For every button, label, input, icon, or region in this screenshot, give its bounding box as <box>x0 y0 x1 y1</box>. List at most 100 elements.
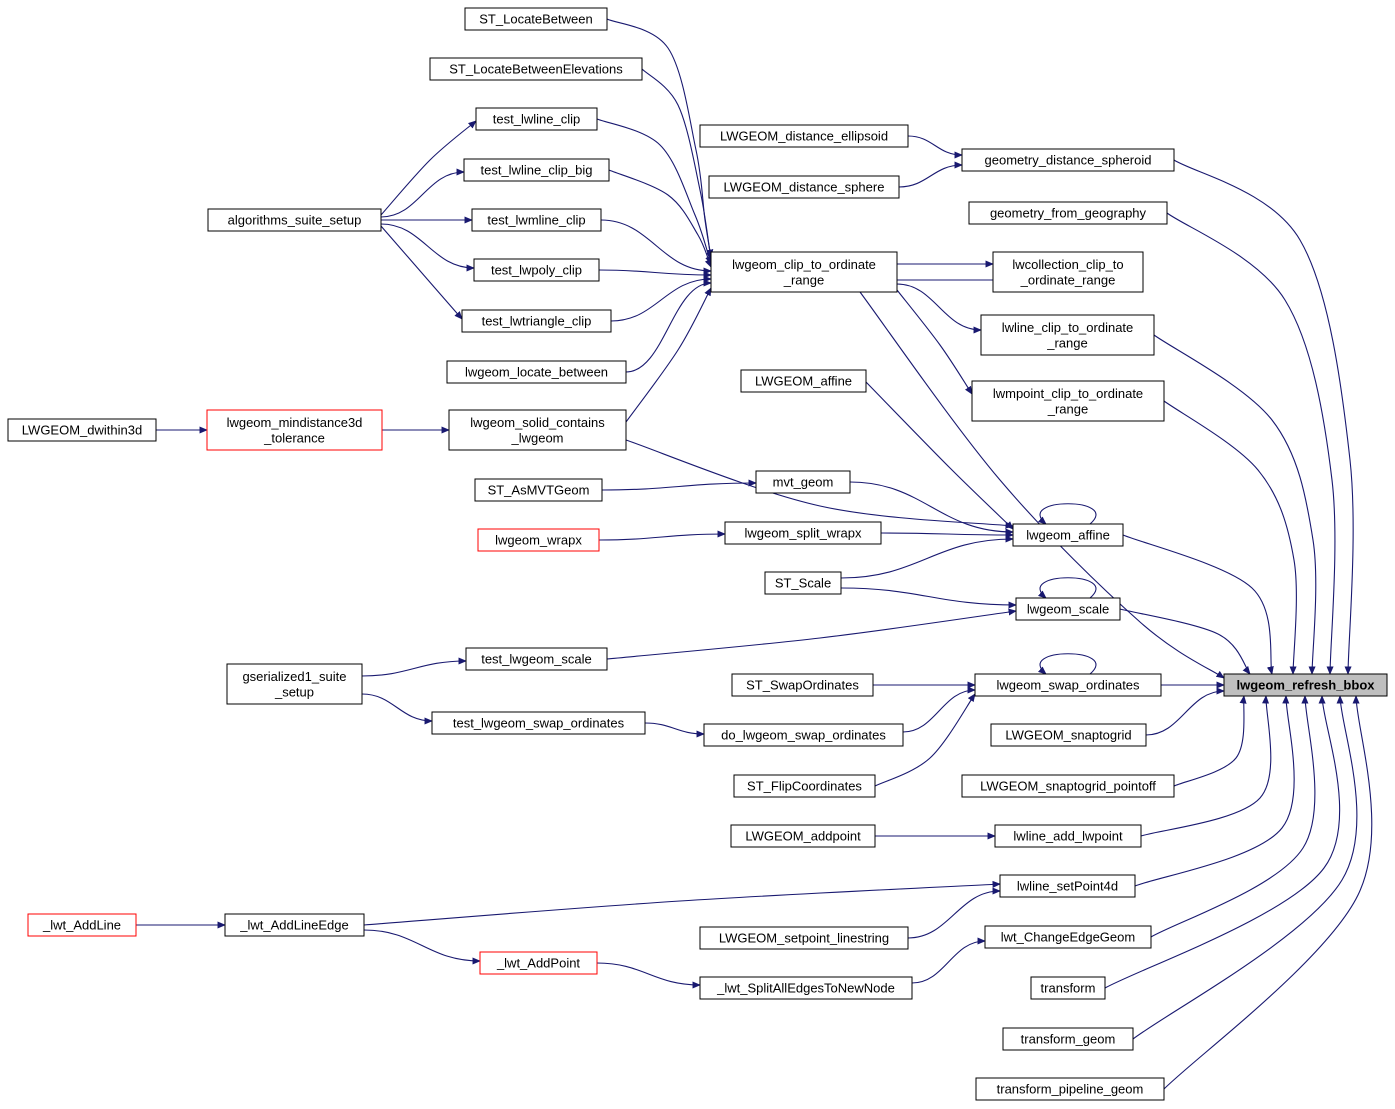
node-lwline_clip_to_ordinate_range[interactable]: lwline_clip_to_ordinate_range <box>980 314 1155 356</box>
node-LWGEOM_setpoint_linestring[interactable]: LWGEOM_setpoint_linestring <box>699 926 909 950</box>
node-box-lwgeom_wrapx[interactable] <box>477 528 600 552</box>
node-algorithms_suite_setup[interactable]: algorithms_suite_setup <box>207 208 382 232</box>
node-geometry_distance_spheroid[interactable]: geometry_distance_spheroid <box>961 148 1175 172</box>
node-box-ST_LocateBetween[interactable] <box>464 7 608 31</box>
node-test_lwmline_clip[interactable]: test_lwmline_clip <box>471 208 602 232</box>
node-ST_SwapOrdinates[interactable]: ST_SwapOrdinates <box>731 673 874 697</box>
node-box-lwline_setPoint4d[interactable] <box>999 874 1136 898</box>
node-box-lwgeom_solid_contains_lwgeom[interactable] <box>448 409 627 451</box>
node-lwline_setPoint4d[interactable]: lwline_setPoint4d <box>999 874 1136 898</box>
node-box-lwgeom_swap_ordinates[interactable] <box>974 673 1162 697</box>
node-box-lwgeom_scale[interactable] <box>1015 597 1121 621</box>
node-lwgeom_solid_contains_lwgeom[interactable]: lwgeom_solid_contains_lwgeom <box>448 409 627 451</box>
node-LWGEOM_affine[interactable]: LWGEOM_affine <box>740 369 867 393</box>
node-box-lwmpoint_clip_to_ordinate_range[interactable] <box>971 380 1165 422</box>
node-box-LWGEOM_affine[interactable] <box>740 369 867 393</box>
node-lwgeom_split_wrapx[interactable]: lwgeom_split_wrapx <box>724 521 882 545</box>
node-box-LWGEOM_snaptogrid_pointoff[interactable] <box>961 774 1175 798</box>
node-_lwt_AddLineEdge[interactable]: _lwt_AddLineEdge <box>224 913 365 937</box>
node-LWGEOM_dwithin3d[interactable]: LWGEOM_dwithin3d <box>7 418 157 442</box>
node-geometry_from_geography[interactable]: geometry_from_geography <box>968 201 1168 225</box>
node-lwgeom_wrapx[interactable]: lwgeom_wrapx <box>477 528 600 552</box>
node-box-lwgeom_refresh_bbox[interactable] <box>1223 673 1388 697</box>
node-box-LWGEOM_snaptogrid[interactable] <box>990 723 1147 747</box>
node-LWGEOM_distance_sphere[interactable]: LWGEOM_distance_sphere <box>708 175 900 199</box>
node-box-lwgeom_mindistance3d_tolerance[interactable] <box>206 409 383 451</box>
node-box-transform_geom[interactable] <box>1002 1027 1134 1051</box>
node-box-lwgeom_locate_between[interactable] <box>446 360 627 384</box>
node-LWGEOM_addpoint[interactable]: LWGEOM_addpoint <box>730 824 876 848</box>
node-lwcollection_clip_to_ordinate_range[interactable]: lwcollection_clip_to_ordinate_range <box>992 251 1144 293</box>
node-box-lwgeom_clip_to_ordinate_range[interactable] <box>710 251 898 293</box>
node-box-LWGEOM_dwithin3d[interactable] <box>7 418 157 442</box>
node-lwgeom_swap_ordinates[interactable]: lwgeom_swap_ordinates <box>974 673 1162 697</box>
node-box-lwgeom_split_wrapx[interactable] <box>724 521 882 545</box>
node-_lwt_AddPoint[interactable]: _lwt_AddPoint <box>479 951 598 975</box>
node-box-LWGEOM_setpoint_linestring[interactable] <box>699 926 909 950</box>
node-LWGEOM_snaptogrid_pointoff[interactable]: LWGEOM_snaptogrid_pointoff <box>961 774 1175 798</box>
node-do_lwgeom_swap_ordinates[interactable]: do_lwgeom_swap_ordinates <box>703 723 904 747</box>
node-box-mvt_geom[interactable] <box>755 470 851 494</box>
node-box-test_lwline_clip[interactable] <box>475 107 598 131</box>
node-box-_lwt_AddLineEdge[interactable] <box>224 913 365 937</box>
node-lwgeom_affine[interactable]: lwgeom_affine <box>1012 523 1124 547</box>
node-box-geometry_distance_spheroid[interactable] <box>961 148 1175 172</box>
node-lwt_ChangeEdgeGeom[interactable]: lwt_ChangeEdgeGeom <box>984 925 1152 949</box>
node-test_lwline_clip[interactable]: test_lwline_clip <box>475 107 598 131</box>
node-ST_AsMVTGeom[interactable]: ST_AsMVTGeom <box>474 478 603 502</box>
node-box-transform_pipeline_geom[interactable] <box>975 1077 1165 1101</box>
node-lwgeom_locate_between[interactable]: lwgeom_locate_between <box>446 360 627 384</box>
node-box-ST_Scale[interactable] <box>764 571 842 595</box>
node-box-test_lwtriangle_clip[interactable] <box>461 309 612 333</box>
node-box-lwt_ChangeEdgeGeom[interactable] <box>984 925 1152 949</box>
node-box-test_lwgeom_swap_ordinates[interactable] <box>431 711 646 735</box>
node-box-algorithms_suite_setup[interactable] <box>207 208 382 232</box>
node-box-ST_FlipCoordinates[interactable] <box>733 774 876 798</box>
node-test_lwgeom_scale[interactable]: test_lwgeom_scale <box>465 647 608 671</box>
node-transform[interactable]: transform <box>1030 976 1106 1000</box>
node-LWGEOM_snaptogrid[interactable]: LWGEOM_snaptogrid <box>990 723 1147 747</box>
node-box-LWGEOM_addpoint[interactable] <box>730 824 876 848</box>
node-box-geometry_from_geography[interactable] <box>968 201 1168 225</box>
node-lwmpoint_clip_to_ordinate_range[interactable]: lwmpoint_clip_to_ordinate_range <box>971 380 1165 422</box>
node-box-_lwt_SplitAllEdgesToNewNode[interactable] <box>699 976 913 1000</box>
node-ST_Scale[interactable]: ST_Scale <box>764 571 842 595</box>
node-box-lwgeom_affine[interactable] <box>1012 523 1124 547</box>
node-box-ST_SwapOrdinates[interactable] <box>731 673 874 697</box>
node-test_lwline_clip_big[interactable]: test_lwline_clip_big <box>463 158 610 182</box>
node-box-LWGEOM_distance_sphere[interactable] <box>708 175 900 199</box>
node-_lwt_AddLine[interactable]: _lwt_AddLine <box>27 913 137 937</box>
node-transform_geom[interactable]: transform_geom <box>1002 1027 1134 1051</box>
node-gserialized1_suite_setup[interactable]: gserialized1_suite_setup <box>226 663 363 705</box>
node-box-gserialized1_suite_setup[interactable] <box>226 663 363 705</box>
node-box-test_lwmline_clip[interactable] <box>471 208 602 232</box>
node-lwgeom_refresh_bbox[interactable]: lwgeom_refresh_bbox <box>1223 673 1388 697</box>
node-box-_lwt_AddLine[interactable] <box>27 913 137 937</box>
node-box-do_lwgeom_swap_ordinates[interactable] <box>703 723 904 747</box>
node-test_lwtriangle_clip[interactable]: test_lwtriangle_clip <box>461 309 612 333</box>
node-lwgeom_mindistance3d_tolerance[interactable]: lwgeom_mindistance3d_tolerance <box>206 409 383 451</box>
node-lwgeom_clip_to_ordinate_range[interactable]: lwgeom_clip_to_ordinate_range <box>710 251 898 293</box>
node-lwgeom_scale[interactable]: lwgeom_scale <box>1015 597 1121 621</box>
node-box-lwline_clip_to_ordinate_range[interactable] <box>980 314 1155 356</box>
node-ST_LocateBetweenElevations[interactable]: ST_LocateBetweenElevations <box>429 57 643 81</box>
node-box-_lwt_AddPoint[interactable] <box>479 951 598 975</box>
node-lwline_add_lwpoint[interactable]: lwline_add_lwpoint <box>994 824 1142 848</box>
node-_lwt_SplitAllEdgesToNewNode[interactable]: _lwt_SplitAllEdgesToNewNode <box>699 976 913 1000</box>
node-mvt_geom[interactable]: mvt_geom <box>755 470 851 494</box>
node-box-test_lwgeom_scale[interactable] <box>465 647 608 671</box>
node-test_lwgeom_swap_ordinates[interactable]: test_lwgeom_swap_ordinates <box>431 711 646 735</box>
node-LWGEOM_distance_ellipsoid[interactable]: LWGEOM_distance_ellipsoid <box>699 124 909 148</box>
node-ST_LocateBetween[interactable]: ST_LocateBetween <box>464 7 608 31</box>
node-box-lwline_add_lwpoint[interactable] <box>994 824 1142 848</box>
node-box-test_lwpoly_clip[interactable] <box>473 258 600 282</box>
node-box-LWGEOM_distance_ellipsoid[interactable] <box>699 124 909 148</box>
node-ST_FlipCoordinates[interactable]: ST_FlipCoordinates <box>733 774 876 798</box>
node-box-ST_AsMVTGeom[interactable] <box>474 478 603 502</box>
node-box-test_lwline_clip_big[interactable] <box>463 158 610 182</box>
node-test_lwpoly_clip[interactable]: test_lwpoly_clip <box>473 258 600 282</box>
node-box-lwcollection_clip_to_ordinate_range[interactable] <box>992 251 1144 293</box>
node-box-ST_LocateBetweenElevations[interactable] <box>429 57 643 81</box>
node-transform_pipeline_geom[interactable]: transform_pipeline_geom <box>975 1077 1165 1101</box>
node-box-transform[interactable] <box>1030 976 1106 1000</box>
